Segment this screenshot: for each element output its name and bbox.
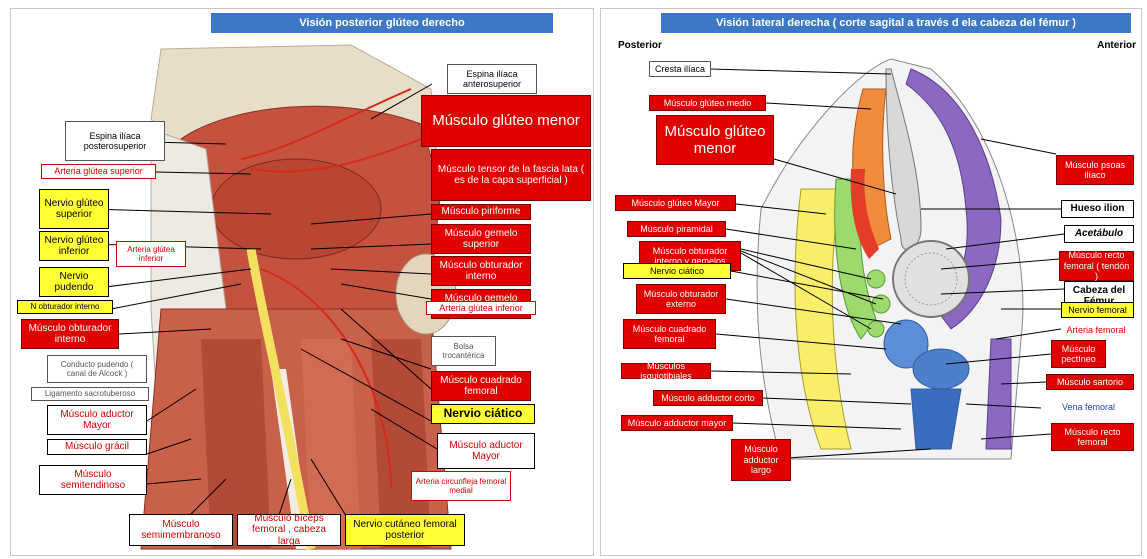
label-arteria-femoral: Arteria femoral [1056, 323, 1136, 337]
label-recto-femoral-tendon: Músculo recto femoral ( tendón ) [1059, 251, 1134, 281]
label-piramidal: Músculo piramidal [627, 221, 726, 237]
sagittal-section-panel: Visión lateral derecha ( corte sagital a… [600, 8, 1142, 556]
label-pectineo: Músculo pectíneo [1051, 340, 1106, 368]
label-piriforme: Músculo piriforme [431, 204, 531, 220]
label-psoas-iliaco: Músculo psoas ilíaco [1056, 155, 1134, 185]
label-nervio-gluteo-inferior: Nervio glúteo inferior [39, 231, 109, 261]
label-adductor-largo: Músculo adductor largo [731, 439, 791, 481]
label-adductor-mayor: Músculo adductor mayor [621, 415, 733, 431]
label-arteria-glutea-inferior-small: Arteria glútea inferior [116, 241, 186, 267]
label-cuadrado-femoral-right: Músculo cuadrado femoral [623, 319, 716, 349]
label-biceps-femoral: Músculo bíceps femoral , cabeza larga [237, 514, 341, 546]
label-gluteo-menor: Músculo glúteo menor [421, 95, 591, 147]
label-arteria-glutea-inferior-right: Arteria glútea inferior [426, 301, 536, 315]
label-obturador-interno-left: Músculo obturador interno [21, 319, 119, 349]
label-espina-posterosuperior: Espina ilíaca posterosuperior [65, 121, 165, 161]
label-arteria-glutea-superior: Arteria glútea superior [41, 164, 156, 179]
label-hueso-ilion: Hueso ilion [1061, 200, 1134, 218]
posterior-gluteal-panel: Visión posterior glúteo derecho [10, 8, 594, 556]
label-conducto-pudendo: Conducto pudendo ( canal de Alcock ) [47, 355, 147, 383]
sagittal-anatomy-illustration [601, 9, 1141, 555]
label-nervio-ciatico: Nervio ciático [431, 404, 535, 424]
label-sartorio: Músculo sartorio [1046, 374, 1134, 390]
label-gluteo-menor-right: Músculo glúteo menor [656, 115, 774, 165]
label-aductor-mayor-right: Músculo aductor Mayor [437, 433, 535, 469]
label-semimembranoso: Músculo semimembranoso [129, 514, 233, 546]
label-obturador-externo: Músculo obturador externo [636, 284, 726, 314]
label-bolsa-trocanterica: Bolsa trocantérica [431, 336, 496, 366]
label-nervio-cutaneo-femoral: Nervio cutáneo femoral posterior [345, 514, 465, 546]
label-ligamento-sacrotuberoso: Ligamento sacrotuberoso [31, 387, 149, 401]
label-cresta-iliaca: Cresta ilíaca [649, 61, 711, 77]
label-gracil: Músculo grácil [47, 439, 147, 455]
label-acetabulo: Acetábulo [1064, 225, 1134, 243]
label-nervio-pudendo: Nervio pudendo [39, 267, 109, 297]
label-isquiotibiales: Músculos isquiotibiales [621, 363, 711, 379]
label-nervio-ciatico-right: Nervio ciático [623, 263, 731, 279]
label-gemelo-superior: Músculo gemelo superior [431, 224, 531, 254]
label-aductor-mayor-left: Músculo aductor Mayor [47, 405, 147, 435]
label-arteria-circunfleja: Arteria circunfleja femoral medial [411, 471, 511, 501]
label-gluteo-mayor: Músculo glúteo Mayor [615, 195, 736, 211]
label-vena-femoral: Vena femoral [1041, 400, 1136, 414]
label-obturador-interno-right: Músculo obturador interno [431, 256, 531, 286]
label-nervio-femoral: Nervio femoral [1061, 302, 1134, 318]
label-tensor-fascia-lata: Músculo tensor de la fascia lata ( es de… [431, 149, 591, 201]
label-semitendinoso: Músculo semitendinoso [39, 465, 147, 495]
label-cuadrado-femoral: Músculo cuadrado femoral [431, 371, 531, 401]
label-n-obturador-interno: N obturador interno [17, 300, 113, 314]
label-adductor-corto: Músculo adductor corto [653, 390, 763, 406]
label-espina-anterosuperior: Espina ilíaca anterosuperior [447, 64, 537, 94]
label-nervio-gluteo-superior: Nervio glúteo superior [39, 189, 109, 229]
label-recto-femoral: Músculo recto femoral [1051, 423, 1134, 451]
label-gluteo-medio: Músculo glúteo medio [649, 95, 766, 111]
